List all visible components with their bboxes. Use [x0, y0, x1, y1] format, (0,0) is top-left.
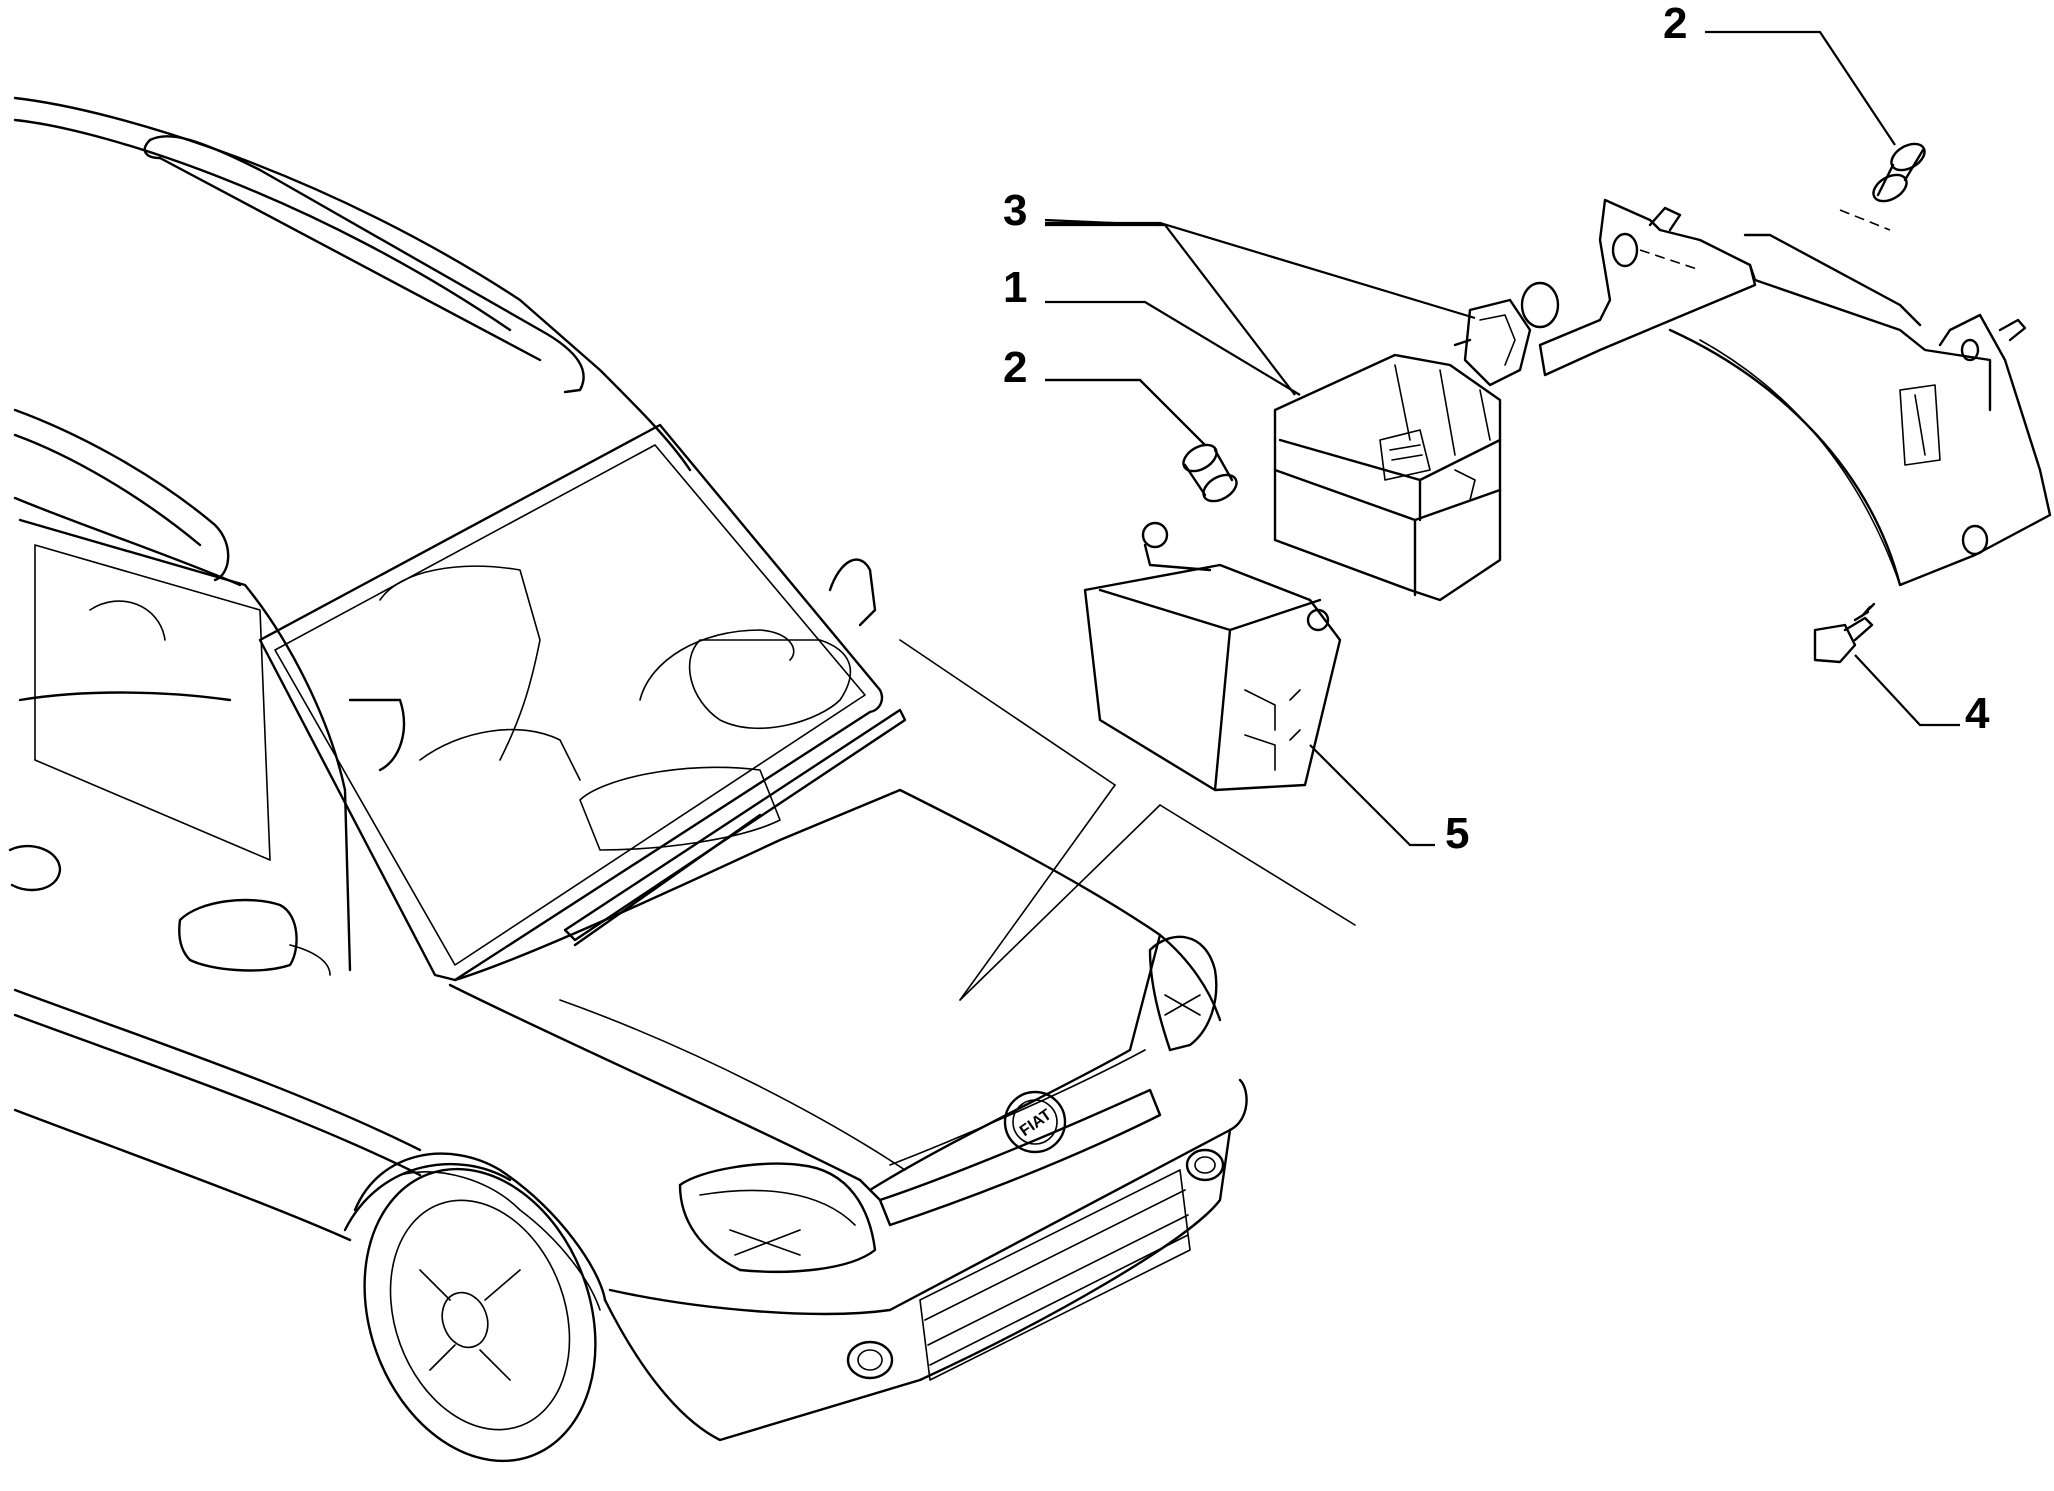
callout-3: 3: [1003, 186, 1027, 235]
part-3-clip: [1453, 281, 1560, 387]
part-5-control-unit: [1083, 521, 1342, 792]
car-illustration: FIAT: [8, 96, 1356, 1463]
part-4-bolt: [1813, 602, 1876, 664]
callout-2-top: 2: [1663, 0, 1687, 48]
callout-5: 5: [1445, 809, 1469, 858]
callout-2-left: 2: [1003, 343, 1027, 392]
part-2-rivet-nut-left: [1182, 443, 1238, 503]
callout-1: 1: [1003, 263, 1027, 312]
callout-4: 4: [1965, 689, 1990, 738]
part-1-alarm-module: [1273, 353, 1502, 602]
mounting-bracket: [1538, 198, 2052, 587]
leader-lines-detail: [1045, 30, 1960, 847]
part-2-rivet-nut-right: [1872, 142, 1926, 203]
callout-labels: 1 2 2 3 4 5: [1003, 0, 1990, 858]
